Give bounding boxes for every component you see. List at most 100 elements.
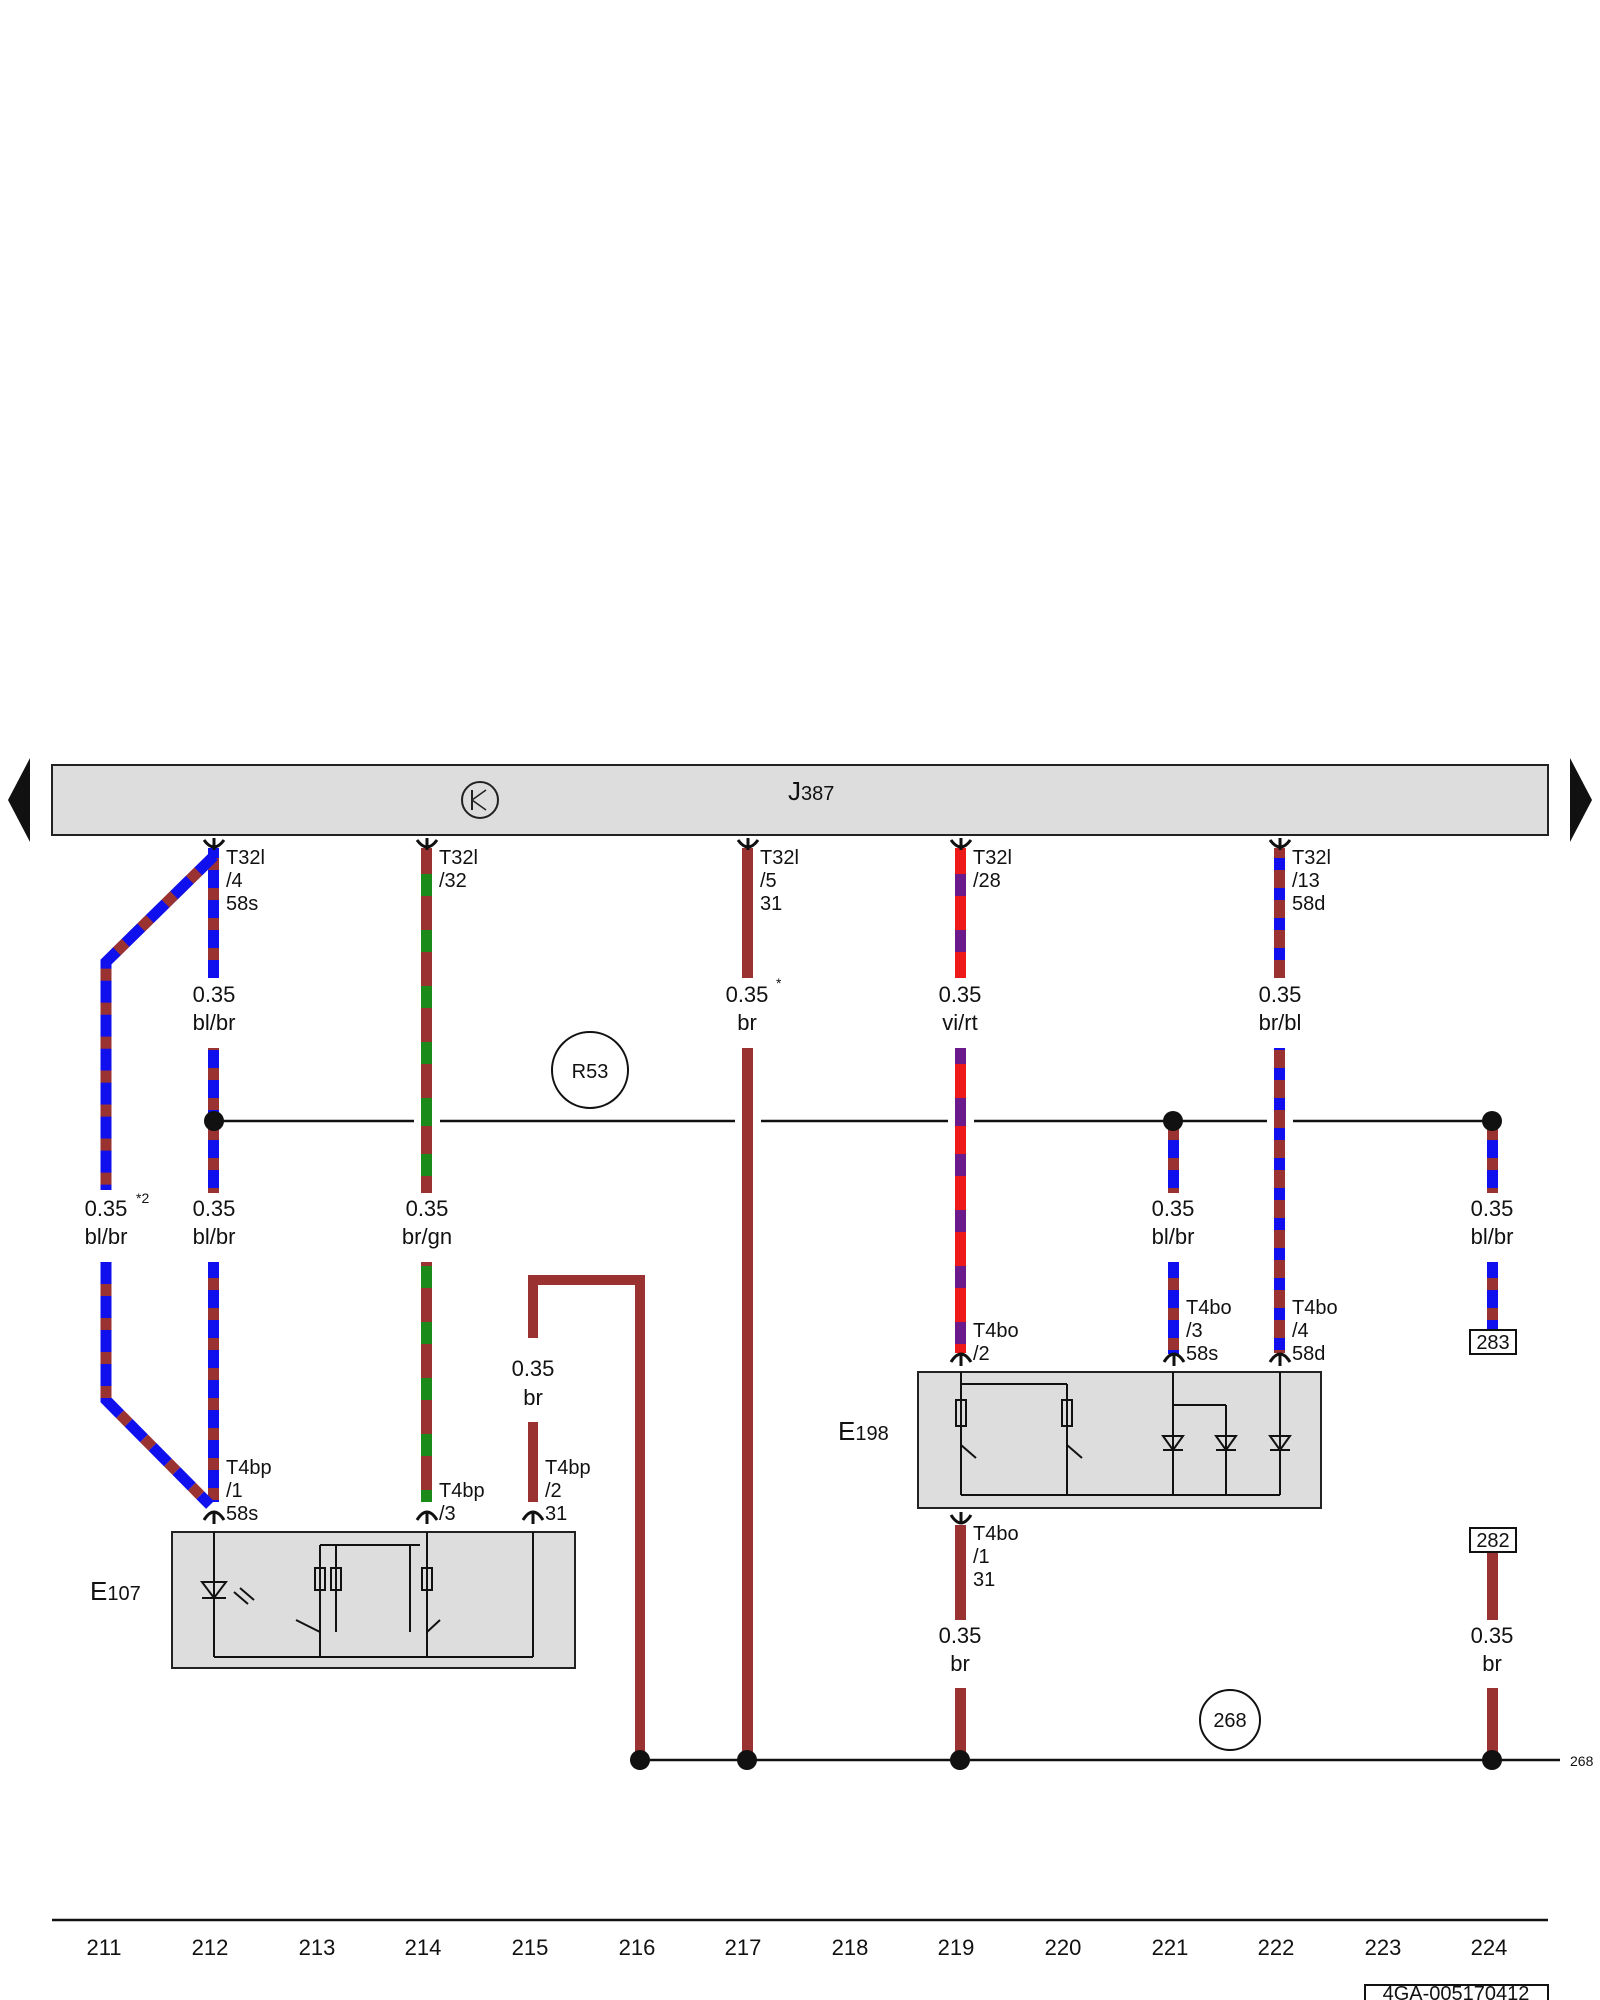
wire-label-224-mid: 0.35 bl/br: [1471, 1196, 1514, 1249]
svg-text:31: 31: [760, 893, 782, 915]
wire-219-low-b: [955, 1688, 966, 1760]
svg-text:0.35: 0.35: [1471, 1623, 1514, 1648]
svg-text:/5: /5: [760, 870, 777, 892]
reference-box-283[interactable]: 283: [1469, 1329, 1517, 1355]
wire-219-mid: [955, 1048, 966, 1353]
svg-text:31: 31: [545, 1503, 567, 1525]
wire-215-low: [528, 1422, 538, 1502]
svg-text:T32l: T32l: [760, 847, 799, 869]
junction-dot: [630, 1750, 650, 1770]
connector-label-t32l-28: T32l /28: [973, 847, 1012, 892]
connector-label-t32l-32: T32l /32: [439, 847, 478, 892]
svg-text:/28: /28: [973, 870, 1001, 892]
wire-212-top: [208, 848, 219, 978]
ground-ref-label: 268: [1570, 1753, 1594, 1769]
crossing-wire: [955, 1116, 966, 1126]
column-number: 214: [405, 1935, 442, 1960]
svg-text:0.35: 0.35: [193, 982, 236, 1007]
wire-217-top: [742, 848, 753, 978]
svg-text:br: br: [523, 1385, 543, 1410]
junction-dot: [204, 1111, 224, 1131]
column-number: 219: [938, 1935, 975, 1960]
svg-text:br: br: [737, 1010, 757, 1035]
wire-224-top: [1487, 1121, 1498, 1193]
svg-text:4GA-005170412: 4GA-005170412: [1383, 1983, 1530, 2000]
junction-dot: [1163, 1111, 1183, 1131]
document-id: 4GA-005170412: [1364, 1983, 1549, 2000]
connector-label-t32l-13: T32l /13 58d: [1292, 847, 1331, 915]
svg-text:/2: /2: [545, 1480, 562, 1502]
column-numbers: 211 212 213 214 215 216 217 218 219 220 …: [86, 1935, 1507, 1960]
svg-text:58s: 58s: [226, 1503, 258, 1525]
component-e198: [917, 1371, 1322, 1509]
svg-text:bl/br: bl/br: [1152, 1224, 1195, 1249]
column-number: 218: [832, 1935, 869, 1960]
column-number: 215: [512, 1935, 549, 1960]
wire-224-low-a: [1487, 1553, 1498, 1620]
wire-222-low: [1274, 1048, 1285, 1353]
next-page-arrow[interactable]: [1570, 758, 1592, 842]
reference-268[interactable]: 268: [1199, 1689, 1261, 1751]
connector-label-t4bp-1: T4bp /1 58s: [226, 1457, 272, 1525]
e107-label: E107: [90, 1576, 141, 1606]
svg-text:T4bo: T4bo: [973, 1523, 1019, 1545]
svg-text:T32l: T32l: [226, 847, 265, 869]
component-e107: [171, 1531, 576, 1669]
svg-text:0.35: 0.35: [726, 982, 769, 1007]
connector-fork-icons: [202, 838, 1292, 850]
svg-text:bl/br: bl/br: [193, 1224, 236, 1249]
column-number: 222: [1258, 1935, 1295, 1960]
svg-text:br: br: [950, 1651, 970, 1676]
svg-text:T4bo: T4bo: [1186, 1297, 1232, 1319]
svg-text:0.35: 0.35: [939, 982, 982, 1007]
svg-text:br: br: [1482, 1651, 1502, 1676]
connector-label-t4bo-3: T4bo /3 58s: [1186, 1297, 1232, 1365]
connector-label-t4bo-1: T4bo /1 31: [973, 1523, 1019, 1591]
control-unit-label: J387: [788, 776, 834, 806]
svg-text:T4bp: T4bp: [545, 1457, 591, 1479]
svg-text:/13: /13: [1292, 870, 1320, 892]
e198-label: E198: [838, 1416, 889, 1446]
svg-text:/1: /1: [973, 1546, 990, 1568]
svg-text:0.35: 0.35: [939, 1623, 982, 1648]
svg-text:/32: /32: [439, 870, 467, 892]
svg-text:58s: 58s: [1186, 1343, 1218, 1365]
wire-211-top-diagonal-stripes: [100, 852, 218, 1190]
crossing-wire: [1274, 1116, 1285, 1126]
svg-text:283: 283: [1476, 1332, 1509, 1354]
column-number: 211: [86, 1935, 121, 1960]
connector-label-t4bp-2: T4bp /2 31: [545, 1457, 591, 1525]
connector-label-t32l-4: T32l /4 58s: [226, 847, 265, 915]
svg-text:0.35: 0.35: [1259, 982, 1302, 1007]
crossing-wire: [742, 1116, 753, 1126]
svg-text:282: 282: [1476, 1530, 1509, 1552]
wire-label-221-mid: 0.35 bl/br: [1152, 1196, 1195, 1249]
reference-box-282[interactable]: 282: [1469, 1527, 1517, 1553]
svg-text:T4bo: T4bo: [1292, 1297, 1338, 1319]
connector-label-t32l-5: T32l /5 31: [760, 847, 799, 915]
wire-label-222-top: 0.35 br/bl: [1259, 982, 1302, 1035]
svg-text:58d: 58d: [1292, 893, 1325, 915]
svg-text:T4bo: T4bo: [973, 1320, 1019, 1342]
svg-text:/3: /3: [1186, 1320, 1203, 1342]
wire-224-low-b: [1487, 1688, 1498, 1760]
connector-label-t4bp-3: T4bp /3: [439, 1480, 485, 1525]
svg-text:/1: /1: [226, 1480, 243, 1502]
reference-r53[interactable]: R53: [551, 1031, 629, 1109]
svg-text:br/gn: br/gn: [402, 1224, 452, 1249]
wire-211-low-diagonal-brown: [100, 1262, 214, 1509]
prev-page-arrow[interactable]: [8, 758, 30, 842]
column-number: 224: [1471, 1935, 1508, 1960]
svg-text:0.35: 0.35: [85, 1196, 128, 1221]
wire-label-215-low: 0.35 br: [512, 1356, 555, 1410]
svg-text:31: 31: [973, 1569, 995, 1591]
wire-211-low-diagonal: [100, 1262, 214, 1509]
wire-221-top: [1168, 1121, 1179, 1193]
junction-dot: [1482, 1111, 1502, 1131]
wire-label-217-top: 0.35 * br: [726, 975, 782, 1035]
wire-label-212-top: 0.35 bl/br: [193, 982, 236, 1035]
svg-text:0.35: 0.35: [1471, 1196, 1514, 1221]
transistor-icon: [461, 781, 499, 819]
column-number: 221: [1152, 1935, 1189, 1960]
